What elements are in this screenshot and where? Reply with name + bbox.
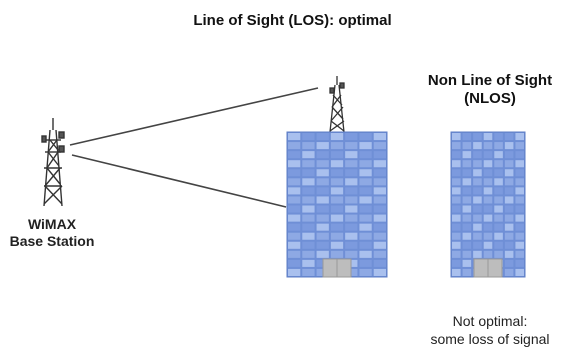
building-los-icon xyxy=(286,131,388,278)
nlos-label-line2: (NLOS) xyxy=(464,90,516,107)
los-signal-line xyxy=(69,87,319,146)
building-nlos-icon xyxy=(450,131,526,278)
nlos-note: Not optimal: some loss of signal xyxy=(395,312,585,348)
nlos-note-line1: Not optimal: xyxy=(452,313,528,329)
base-station-tower-icon xyxy=(41,118,65,207)
base-station-label-line1: WiMAX xyxy=(27,216,77,232)
nlos-label-line1: Non Line of Sight xyxy=(427,72,553,89)
nlos-label: Non Line of Sight (NLOS) xyxy=(395,72,585,108)
base-station-label-line2: Base Station xyxy=(9,233,95,249)
nlos-note-line2: some loss of signal xyxy=(430,331,550,347)
rooftop-antenna-icon xyxy=(329,76,345,133)
diagram-title: Line of Sight (LOS): optimal xyxy=(193,12,392,29)
nlos-signal-line xyxy=(71,154,287,208)
base-station-label: WiMAX Base Station xyxy=(2,216,102,250)
